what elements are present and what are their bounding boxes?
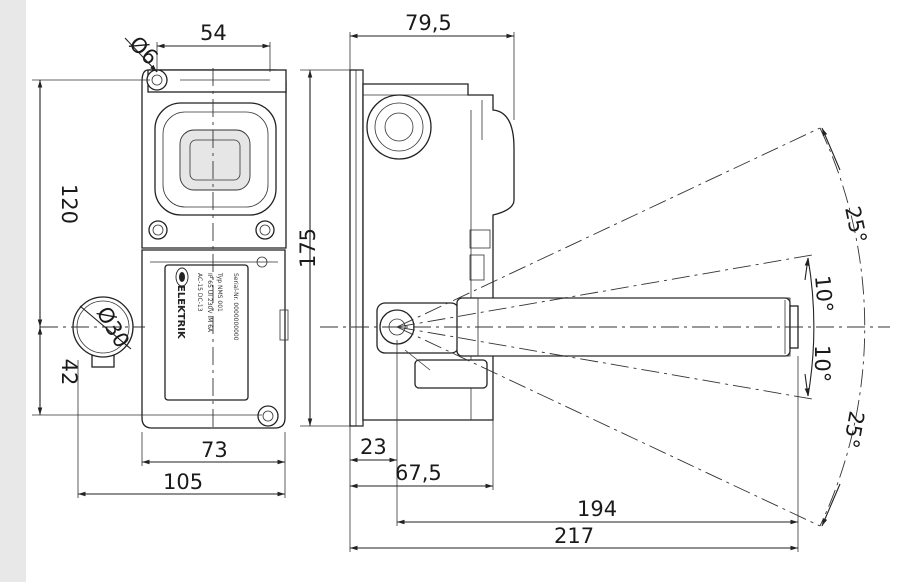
label-line-4: AC-15 DC-13 bbox=[196, 273, 203, 312]
dim-front-73: 73 bbox=[201, 438, 228, 462]
mounting-hole-bottom bbox=[257, 405, 279, 427]
arc-outer bbox=[819, 127, 866, 527]
front-view: Serial-Nr. 0000000000 Typ NMS 001 IP 65 … bbox=[40, 68, 289, 430]
dim-front-120: 120 bbox=[57, 184, 81, 224]
dim-front-54: 54 bbox=[200, 21, 227, 45]
angle-lower-inner: 10° bbox=[810, 345, 834, 382]
side-view bbox=[320, 69, 890, 527]
nameplate: Serial-Nr. 0000000000 Typ NMS 001 IP 65 … bbox=[164, 264, 249, 401]
ray-upper-25 bbox=[396, 127, 821, 328]
arc-inner bbox=[807, 257, 815, 397]
dim-front-105: 105 bbox=[163, 470, 203, 494]
dim-side-23: 23 bbox=[360, 435, 387, 459]
label-line-3: IP 65 UI 230V IM 6A bbox=[206, 273, 213, 333]
screw-right bbox=[255, 220, 275, 240]
side-lower-block bbox=[414, 359, 488, 389]
label-line-2: Typ NMS 001 bbox=[216, 272, 223, 312]
label-line-1: Serial-Nr. 0000000000 bbox=[232, 273, 239, 341]
ray-lower-25 bbox=[396, 326, 821, 527]
ray-upper-10 bbox=[396, 254, 813, 328]
side-pushbutton bbox=[366, 94, 432, 160]
actuator-window bbox=[179, 129, 251, 191]
label-brand: ELEKTRIK bbox=[175, 285, 186, 340]
elektrik-logo-icon bbox=[175, 267, 189, 287]
ray-lower-10 bbox=[396, 326, 813, 400]
dim-side-67-5: 67,5 bbox=[395, 461, 442, 485]
side-dimensions: 79,5 175 23 67,5 194 217 25° 10° 10° 25° bbox=[296, 11, 871, 552]
dim-side-175: 175 bbox=[296, 228, 320, 268]
dim-front-42: 42 bbox=[57, 359, 81, 386]
front-top-cap bbox=[147, 69, 287, 93]
angle-upper-inner: 10° bbox=[810, 274, 837, 313]
dim-side-194: 194 bbox=[577, 497, 617, 521]
screw-left bbox=[148, 220, 168, 240]
dim-side-217: 217 bbox=[554, 524, 594, 548]
side-flange bbox=[349, 69, 364, 427]
dim-side-79-5: 79,5 bbox=[405, 11, 452, 35]
